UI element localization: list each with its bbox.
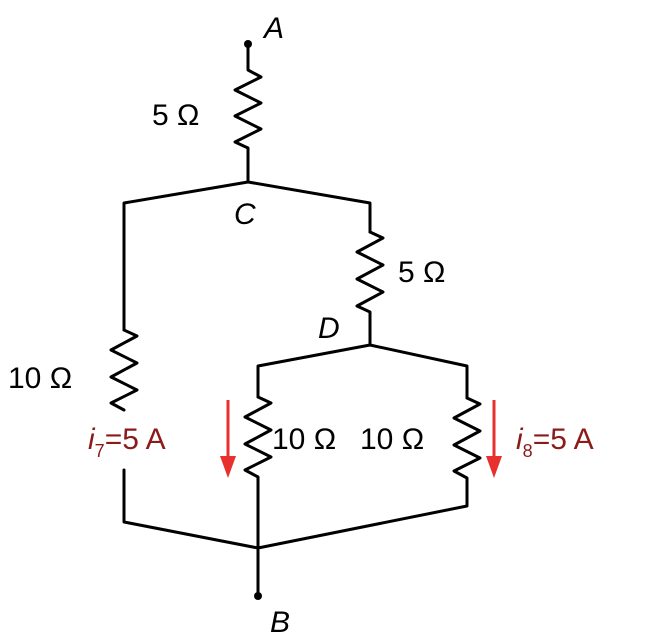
- wire-d-right: [368, 343, 469, 400]
- wire-left-bottom: [122, 468, 260, 550]
- resistor-cd: [355, 230, 385, 347]
- label-node-c: C: [234, 198, 256, 231]
- resistor-left: [109, 328, 139, 412]
- wire-d-left: [256, 343, 372, 399]
- resistor-top: [233, 42, 263, 184]
- label-node-d: D: [318, 312, 340, 345]
- label-resistor-cd: 5 Ω: [398, 256, 445, 289]
- arrow-i7: [220, 400, 236, 478]
- resistor-mid: [243, 395, 273, 550]
- label-resistor-mid: 10 Ω: [272, 423, 336, 456]
- label-node-a: A: [262, 12, 284, 45]
- label-resistor-top: 5 Ω: [152, 99, 199, 132]
- label-resistor-left: 10 Ω: [8, 362, 72, 395]
- label-node-b: B: [270, 606, 290, 639]
- wire-c-right: [246, 180, 372, 234]
- label-current-i7: i7=5 A: [88, 423, 166, 461]
- label-current-i8: i8=5 A: [516, 423, 594, 461]
- wire-c-left: [122, 180, 250, 332]
- terminal-b-dot: [254, 592, 262, 600]
- label-resistor-right: 10 Ω: [360, 423, 424, 456]
- arrow-i8: [486, 400, 502, 478]
- resistor-right: [256, 396, 482, 550]
